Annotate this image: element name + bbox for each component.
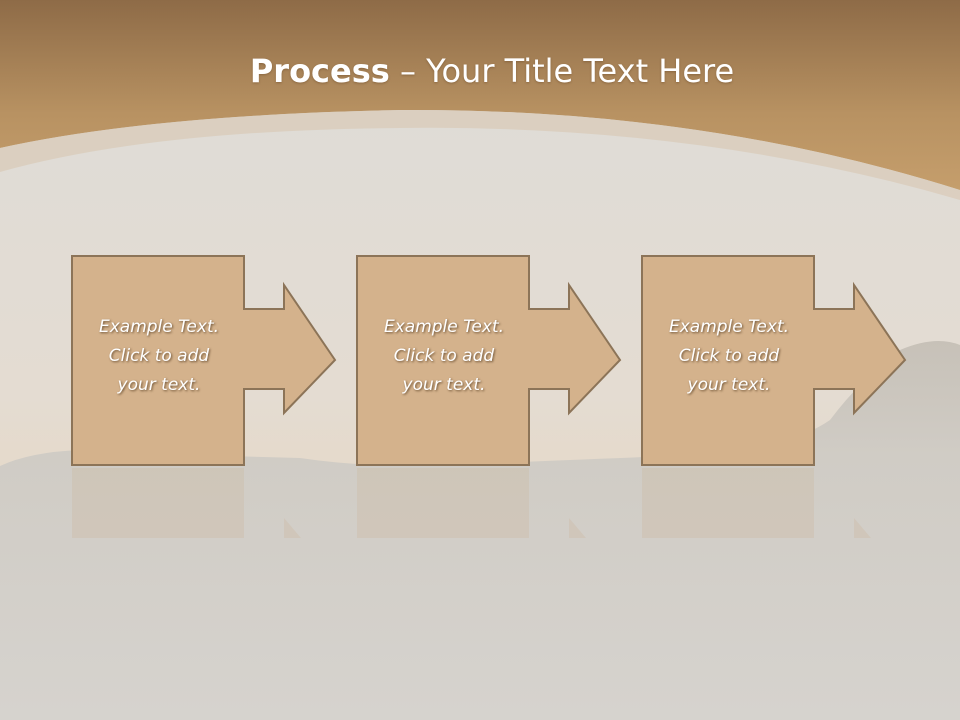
- title-regular-text: – Your Title Text Here: [389, 52, 735, 90]
- process-step-2[interactable]: Example Text. Click to add your text.: [356, 255, 626, 470]
- arrow-box-shape: [641, 255, 907, 466]
- step-2-text[interactable]: Example Text. Click to add your text.: [383, 317, 505, 395]
- slide-title[interactable]: Process – Your Title Text Here: [0, 52, 960, 90]
- step-2-reflection: [357, 468, 586, 538]
- step-3-reflection: [642, 468, 871, 538]
- step-3-text[interactable]: Example Text. Click to add your text.: [668, 317, 790, 395]
- arrow-box-shape: [356, 255, 622, 466]
- step-1-text[interactable]: Example Text. Click to add your text.: [98, 317, 220, 395]
- process-step-1[interactable]: Example Text. Click to add your text.: [71, 255, 341, 470]
- process-step-3[interactable]: Example Text. Click to add your text.: [641, 255, 911, 470]
- arrow-box-shape: [71, 255, 337, 466]
- step-1-reflection: [72, 468, 301, 538]
- title-bold-text: Process: [249, 52, 390, 90]
